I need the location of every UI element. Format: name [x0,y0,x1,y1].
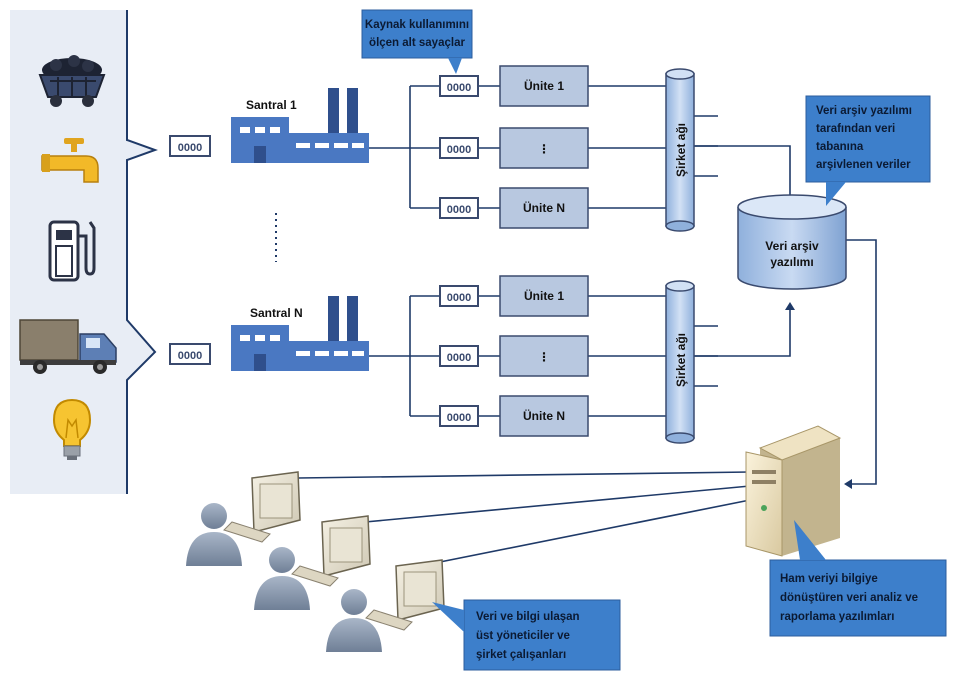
resource-panel [10,10,158,494]
user-icon [186,503,242,566]
unit-label: ⋮ [538,142,550,156]
callout-text: dönüştüren veri analiz ve [780,592,918,604]
connection-lines [297,85,877,567]
callout-text: Veri ve bilgi ulaşan [476,611,580,623]
database-label-2: yazılımı [770,255,813,269]
computer-monitor-icon [291,515,371,587]
plant-label-1: Santral 1 [246,98,297,112]
database-cylinder [737,194,847,290]
callout-submeters: Kaynak kullanımını ölçen alt sayaçlar [361,9,473,74]
network-pipe-1 [665,68,695,232]
water-tap-icon [41,138,99,183]
network-label-n: Şirket ağı [674,333,688,387]
plant-label-n: Santral N [250,306,303,320]
database-label-1: Veri arşiv [765,239,819,253]
callout-text: raporlama yazılımları [780,611,894,623]
unit-label: Ünite N [523,200,565,215]
unit-label: ⋮ [538,350,550,364]
callout-text: tarafından veri [816,123,895,135]
factory-1 [231,88,369,163]
callout-text: ölçen alt sayaçlar [369,37,465,49]
submeter-digits: 0000 [447,292,471,304]
unit-boxes [499,65,589,437]
submeters [439,75,479,427]
server-icon [745,425,842,557]
truck-icon [19,319,117,374]
submeter-digits: 0000 [447,82,471,94]
unit-label: Ünite 1 [524,78,564,93]
submeter-digits: 0000 [447,412,471,424]
callout-text: tabanına [816,141,864,153]
factory-n [231,296,369,371]
meter-digits: 0000 [178,350,202,362]
unit-label: Ünite N [523,408,565,423]
submeter-digits: 0000 [447,352,471,364]
network-label-1: Şirket ağı [674,123,688,177]
computer-monitor-icon [223,471,301,543]
user-icon [254,547,310,610]
callout-text: Ham veriyi bilgiye [780,573,878,585]
callout-users: Veri ve bilgi ulaşan üst yöneticiler ve … [432,599,621,671]
light-bulb-icon [52,398,92,460]
coal-cart-icon [38,55,106,107]
fuel-pump-icon [48,220,96,282]
main-meter-n: 0000 [169,343,211,365]
callout-text: Veri arşiv yazılımı [816,105,912,117]
callout-text: arşivlenen veriler [816,159,911,171]
main-meter-1: 0000 [169,135,211,157]
callout-analysis: Ham veriyi bilgiye dönüştüren veri anali… [769,520,947,637]
user-icon [326,589,382,652]
computer-monitor-icon [365,559,445,631]
callout-text: Kaynak kullanımını [365,19,469,31]
unit-label: Ünite 1 [524,288,564,303]
network-pipe-n [665,280,695,444]
callout-text: üst yöneticiler ve [476,630,570,642]
callout-text: şirket çalışanları [476,649,566,661]
submeter-digits: 0000 [447,204,471,216]
meter-digits: 0000 [178,142,202,154]
submeter-digits: 0000 [447,144,471,156]
callout-archive: Veri arşiv yazılımı tarafından veri taba… [805,95,931,206]
